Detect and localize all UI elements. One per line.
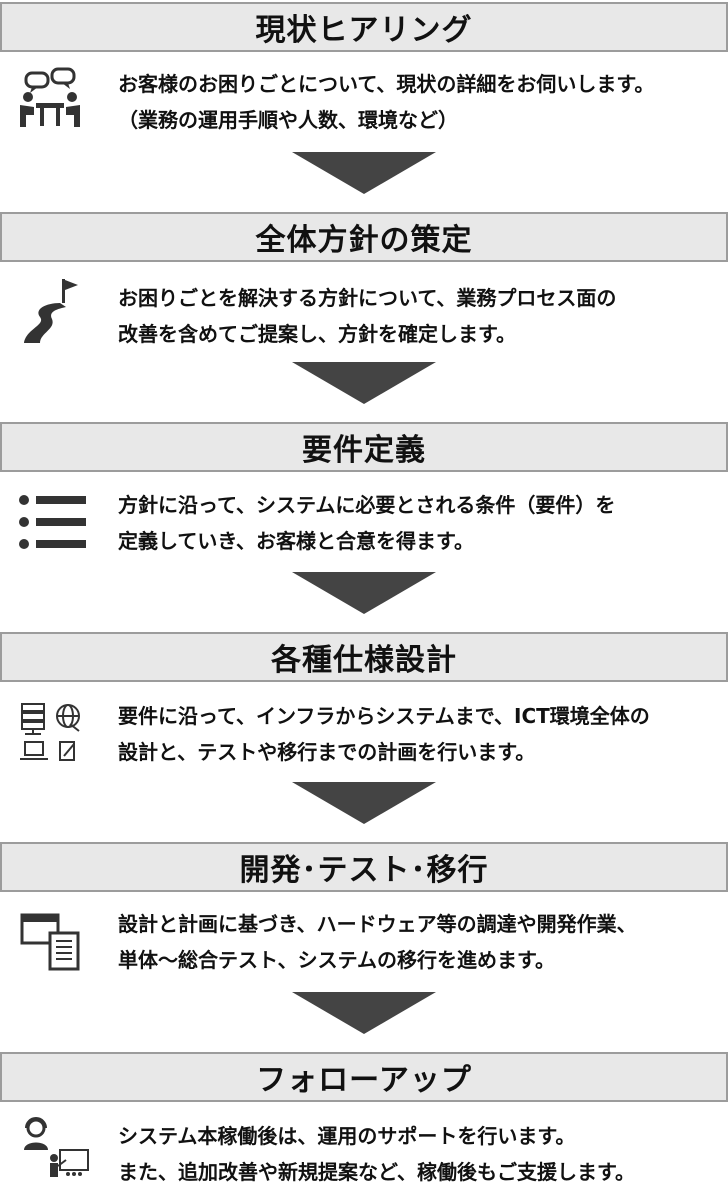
description-line: お困りごとを解決する方針について、業務プロセス面の [118, 286, 617, 310]
edit-document-icon [59, 741, 75, 761]
description-line: 設計と計画に基づき、ハードウェア等の調達や開発作業、 [118, 912, 637, 936]
step-4-header: 各種仕様設計 [0, 632, 728, 682]
step-3-description: 方針に沿って、システムに必要とされる条件（要件）を 定義していき、お客様と合意を… [118, 487, 726, 559]
description-line: 定義していき、お客様と合意を得ます。 [118, 529, 474, 553]
window-document-icon [14, 906, 94, 976]
down-arrow-icon [292, 992, 436, 1034]
globe-icon [56, 704, 80, 732]
infrastructure-icons [14, 698, 94, 768]
description-line: 要件に沿って、インフラからシステムまで、ICT環境全体の [118, 704, 650, 728]
step-5-header: 開発･テスト･移行 [0, 842, 728, 892]
step-title: 各種仕様設計 [271, 643, 457, 678]
down-arrow-icon [292, 782, 436, 824]
step-3-header: 要件定義 [0, 422, 728, 472]
step-4-description: 要件に沿って、インフラからシステムまで、ICT環境全体の 設計と、テストや移行ま… [118, 698, 726, 770]
description-line: 方針に沿って、システムに必要とされる条件（要件）を [118, 493, 616, 517]
step-6-header: フォローアップ [0, 1052, 728, 1102]
description-line: 設計と、テストや移行までの計画を行います。 [118, 740, 536, 764]
server-icon [21, 703, 45, 735]
description-line: 改善を含めてご提案し、方針を確定します。 [118, 322, 516, 346]
description-line: また、追加改善や新規提案など、稼働後もご支援します。 [118, 1160, 635, 1184]
step-title: 開発･テスト･移行 [239, 853, 489, 888]
description-line: お客様のお困りごとについて、現状の詳細をお伺いします。 [118, 72, 655, 96]
step-title: 全体方針の策定 [255, 223, 473, 258]
down-arrow-icon [292, 152, 436, 194]
description-line: システム本稼働後は、運用のサポートを行います。 [118, 1124, 576, 1148]
step-1-header: 現状ヒアリング [0, 2, 728, 52]
step-1-description: お客様のお困りごとについて、現状の詳細をお伺いします。 （業務の運用手順や人数、… [118, 66, 726, 138]
step-title: 要件定義 [302, 433, 426, 468]
step-2-header: 全体方針の策定 [0, 212, 728, 262]
meeting-icon [14, 66, 94, 136]
step-title: フォローアップ [256, 1063, 472, 1098]
step-2-description: お困りごとを解決する方針について、業務プロセス面の 改善を含めてご提案し、方針を… [118, 280, 726, 352]
step-6-description: システム本稼働後は、運用のサポートを行います。 また、追加改善や新規提案など、稼… [118, 1118, 726, 1190]
step-title: 現状ヒアリング [255, 13, 473, 48]
description-line: 単体～総合テスト、システムの移行を進めます。 [118, 948, 555, 972]
list-icon [14, 486, 94, 556]
laptop-icon [20, 741, 48, 760]
step-5-description: 設計と計画に基づき、ハードウェア等の調達や開発作業、 単体～総合テスト、システム… [118, 906, 726, 978]
down-arrow-icon [292, 362, 436, 404]
road-flag-icon [14, 278, 94, 348]
support-presentation-icon [14, 1114, 94, 1184]
description-line: （業務の運用手順や人数、環境など） [118, 108, 458, 132]
down-arrow-icon [292, 572, 436, 614]
